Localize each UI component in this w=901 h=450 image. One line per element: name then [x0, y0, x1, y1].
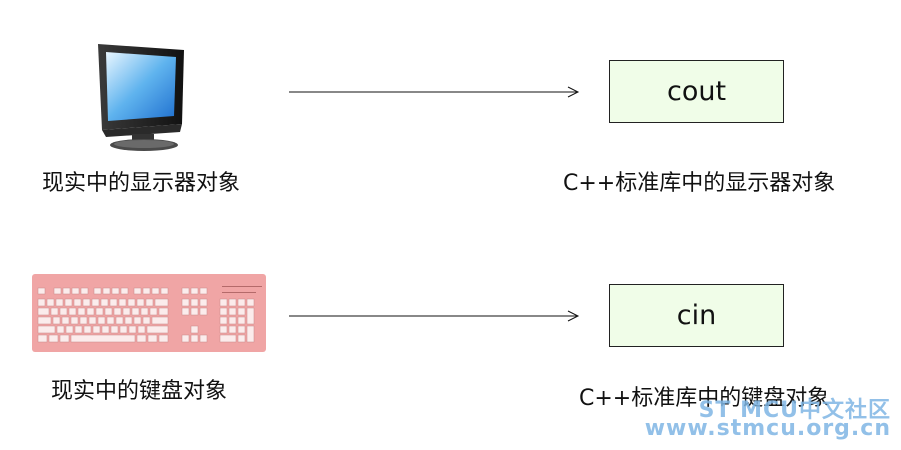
cin-object-box: cin [609, 284, 784, 347]
real-keyboard-label: 现实中的键盘对象 [51, 379, 228, 404]
watermark-url: www.stmcu.org.cn [644, 416, 891, 441]
keyboard-icon [32, 274, 266, 352]
arrow-right-icon [289, 310, 580, 322]
monitor-icon [98, 44, 184, 151]
real-monitor-label: 现实中的显示器对象 [42, 171, 241, 196]
cin-object-name: cin [676, 300, 717, 331]
arrow-right-icon [289, 86, 580, 98]
cout-object-box: cout [609, 60, 784, 123]
std-keyboard-label: C++标准库中的键盘对象 [579, 386, 830, 411]
watermark-title: ST MCU中文社区 [698, 398, 891, 423]
cout-object-name: cout [666, 76, 727, 107]
std-monitor-label: C++标准库中的显示器对象 [563, 171, 836, 196]
